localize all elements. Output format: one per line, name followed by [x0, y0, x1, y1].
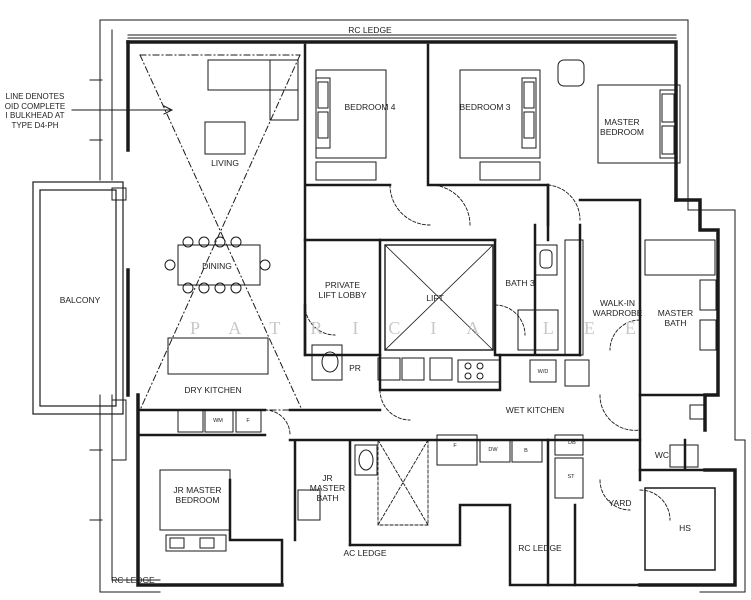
appliance-f-wet: F	[453, 443, 457, 449]
rc-ledge-top-lines	[127, 34, 677, 39]
lift-shaft	[384, 244, 494, 351]
label-jr-master-bath: JR MASTER BATH	[309, 473, 346, 503]
bulkhead-x	[377, 439, 429, 526]
outer-ledge-outline	[89, 19, 746, 593]
label-living: LIVING	[211, 158, 239, 168]
bulkhead-note: LINE DENOTES OID COMPLETE I BULKHEAD AT …	[0, 92, 70, 130]
appliance-dw: DW	[488, 447, 498, 453]
note-line: LINE DENOTES	[5, 92, 65, 101]
label-master-bath: MASTER BATH	[657, 308, 694, 328]
note-line: OID COMPLETE	[4, 101, 66, 111]
balcony-posts	[111, 187, 127, 461]
bedroom3-bed	[459, 69, 541, 181]
fixtures	[297, 239, 717, 521]
label-private-lift-lobby: PRIVATE LIFT LOBBY	[318, 280, 367, 300]
sofa	[204, 59, 299, 155]
note-line: TYPE D4-PH	[11, 120, 59, 130]
void-x-lines	[139, 54, 303, 411]
jr-master-bed	[159, 469, 231, 552]
label-pr: PR	[349, 363, 361, 373]
label-dining: DINING	[202, 261, 232, 271]
balcony-outline	[32, 181, 124, 415]
appliance-b: B	[524, 448, 528, 454]
label-walkin-wardrobe: WALK-IN WARDROBE	[592, 298, 643, 318]
yard-hs	[644, 487, 716, 571]
door-swings	[264, 184, 671, 521]
label-bath3: BATH 3	[505, 278, 535, 288]
label-wc: WC	[654, 450, 670, 460]
label-master-bedroom: MASTER BEDROOM	[600, 117, 644, 137]
label-hs: HS	[679, 523, 691, 533]
appliance-db: DB	[568, 440, 576, 446]
appliance-wm: WM	[213, 418, 223, 424]
kitchen-island	[167, 337, 269, 375]
label-rc-ledge-mid: RC LEDGE	[518, 543, 562, 553]
label-jr-master-bedroom: JR MASTER BEDROOM	[173, 485, 222, 505]
master-bed	[557, 59, 681, 164]
dining-table	[164, 236, 271, 294]
kitchen-counters	[177, 239, 590, 499]
appliance-st: ST	[567, 474, 575, 480]
bedroom4-bed	[315, 69, 387, 181]
label-wet-kitchen: WET KITCHEN	[505, 405, 565, 415]
label-balcony: BALCONY	[59, 295, 101, 305]
label-rc-ledge-top: RC LEDGE	[348, 25, 392, 35]
label-bedroom3: BEDROOM 3	[459, 102, 511, 112]
label-rc-ledge-bottom: RC LEDGE	[111, 575, 155, 585]
label-ac-ledge: AC LEDGE	[343, 548, 387, 558]
label-lift: LIFT	[426, 293, 444, 303]
appliance-f-dry: F	[246, 418, 250, 424]
label-dry-kitchen: DRY KITCHEN	[184, 385, 242, 395]
label-bedroom4: BEDROOM 4	[344, 102, 396, 112]
note-line: I BULKHEAD AT	[5, 111, 65, 120]
appliance-wd: W/D	[537, 369, 549, 375]
label-yard: YARD	[608, 498, 632, 508]
watermark: PATRICIA LEE	[190, 318, 666, 338]
